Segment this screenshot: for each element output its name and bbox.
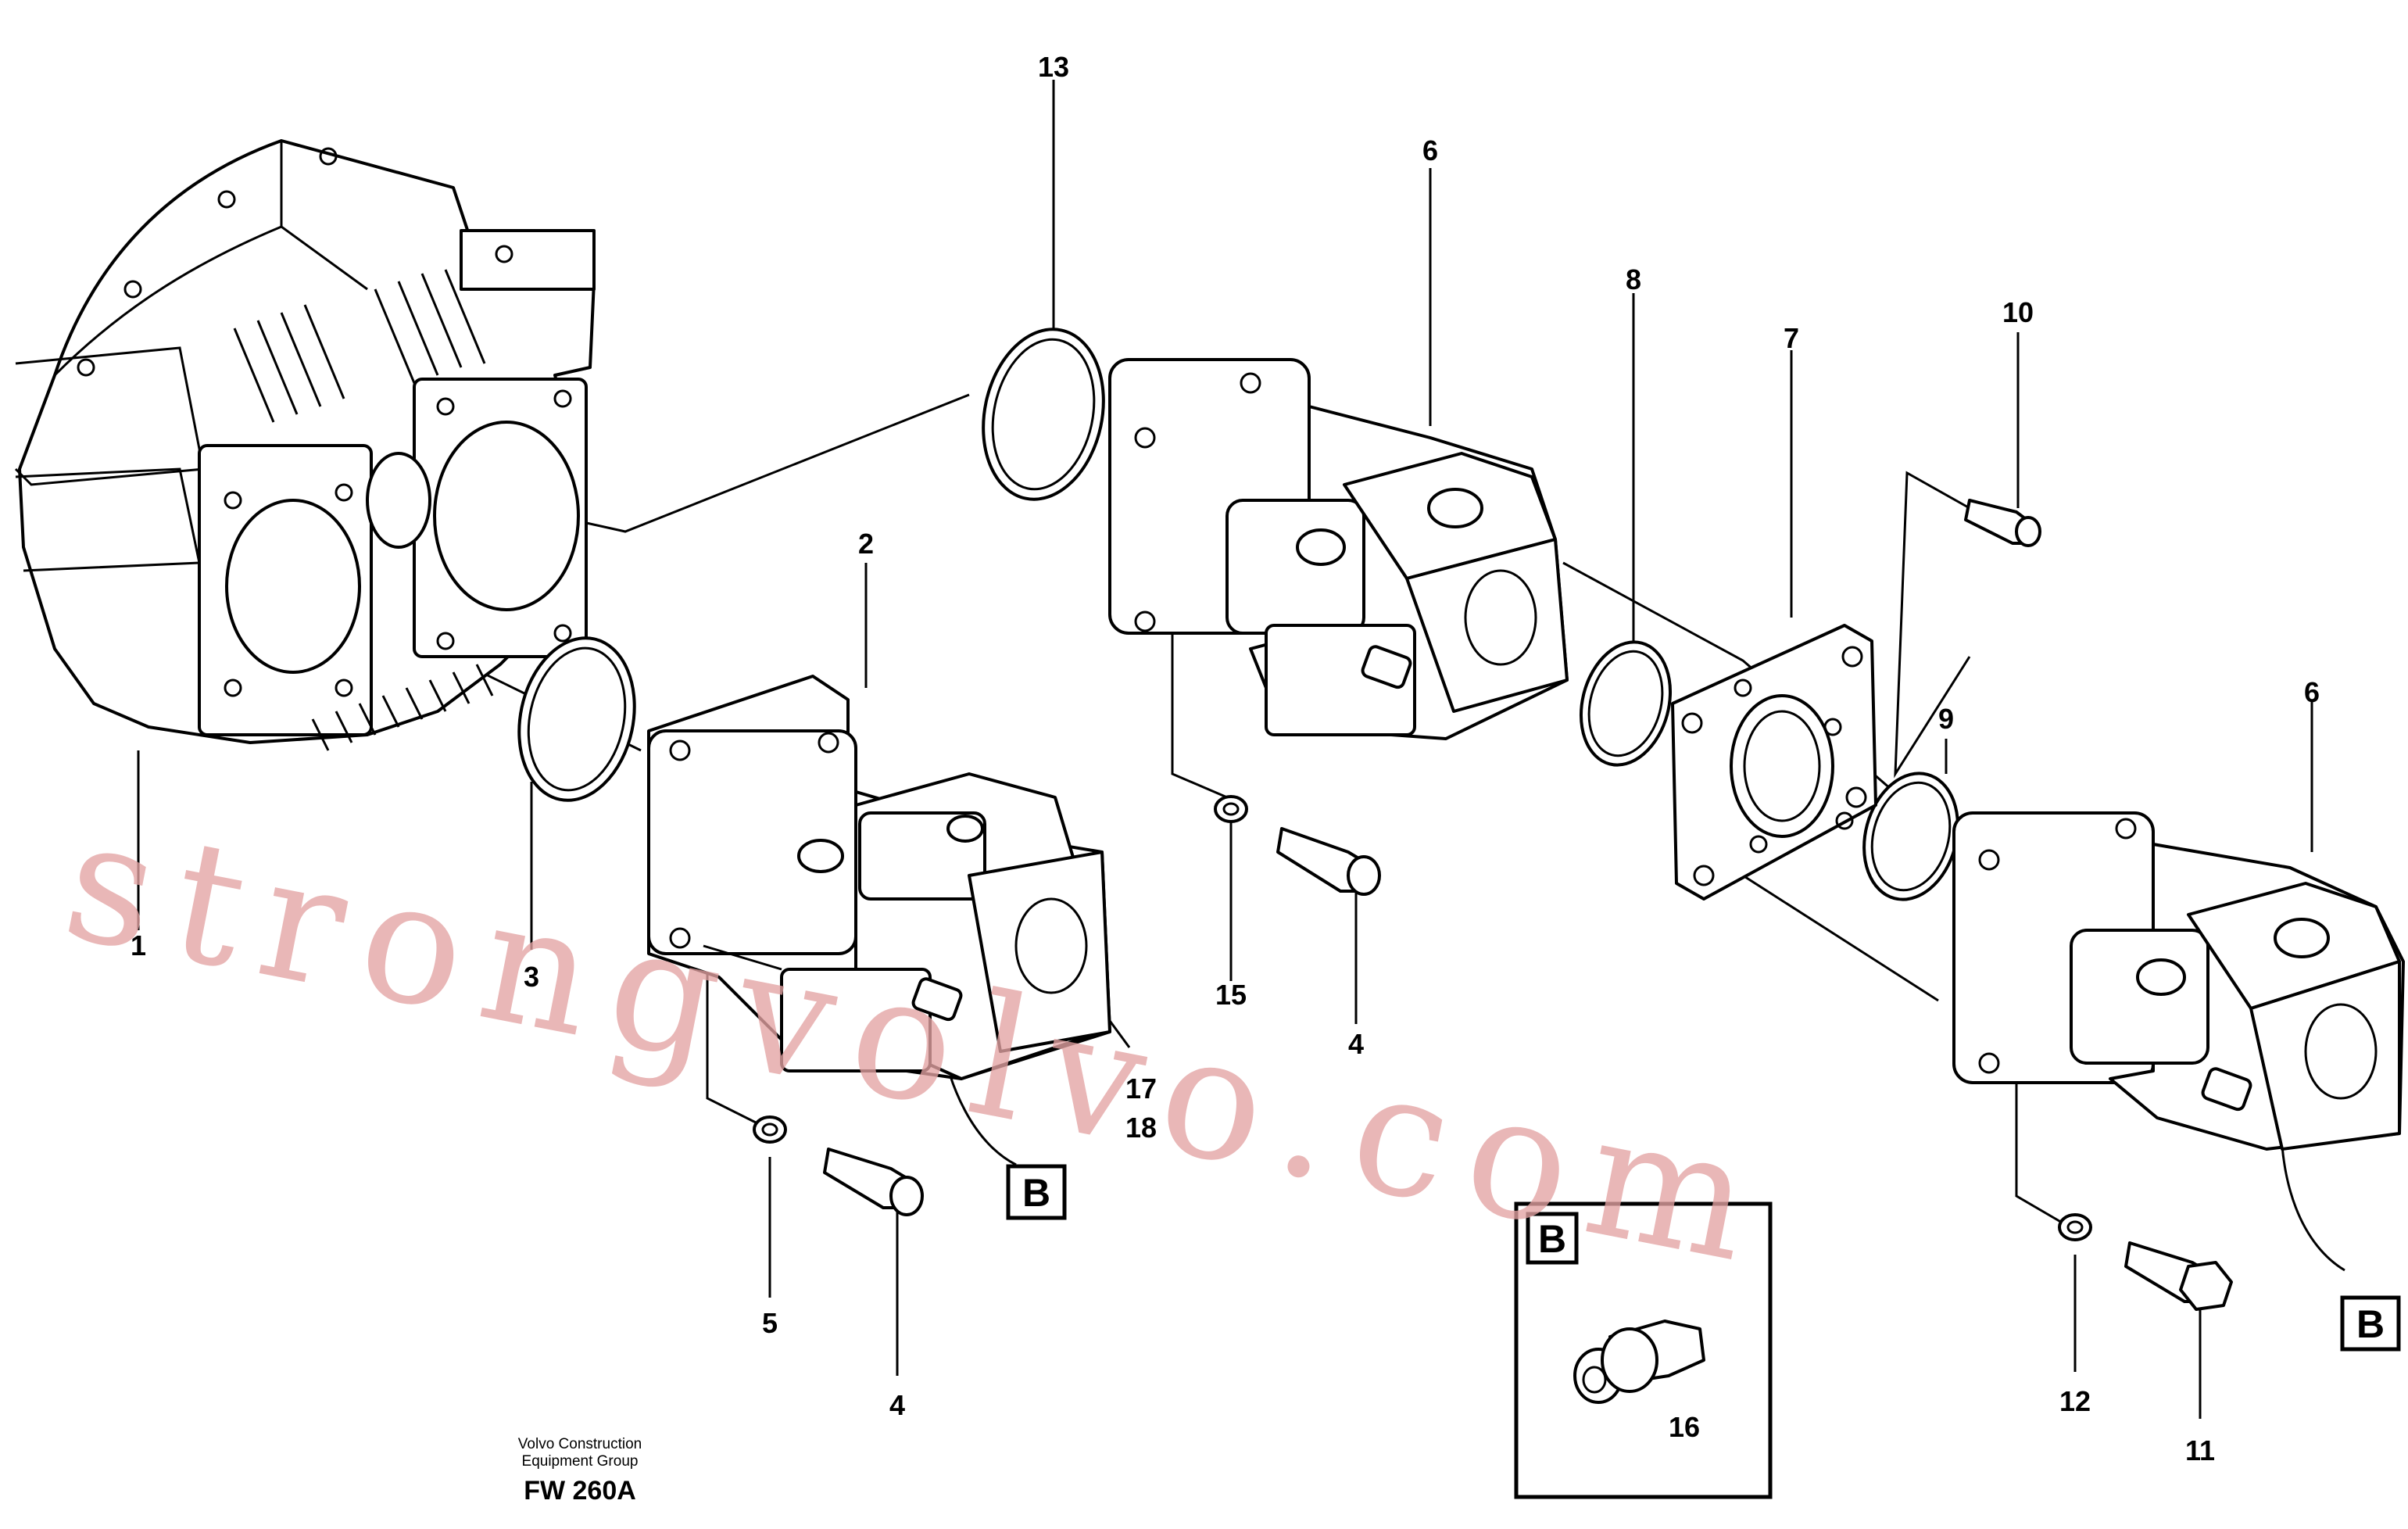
hydraulic-pump-6-right [1952, 811, 2405, 1151]
o-ring-3 [517, 636, 636, 802]
footer: Volvo Construction Equipment Group FW 26… [518, 1436, 642, 1506]
callout-13: 13 [1038, 51, 1069, 83]
detail-marker-b-box: B [1538, 1217, 1566, 1261]
callout-3: 3 [524, 961, 539, 993]
footer-company-line2: Equipment Group [522, 1453, 639, 1470]
o-rings [517, 328, 1959, 901]
footer-company-line1: Volvo Construction [518, 1436, 642, 1452]
detail-marker-b-right: B [2356, 1302, 2385, 1346]
callout-12: 12 [2059, 1385, 2091, 1417]
callout-15: 15 [1215, 979, 1247, 1011]
callout-10: 10 [2002, 296, 2034, 328]
detail-marker-b-left: B [1022, 1171, 1050, 1215]
callout-16: 16 [1669, 1411, 1700, 1443]
detail-markers: B B B [1006, 1164, 2401, 1352]
callout-9: 9 [1938, 703, 1954, 735]
callout-14: 4 [1348, 1028, 1364, 1060]
detail-box-b [1514, 1201, 1773, 1499]
callout-5: 5 [762, 1307, 778, 1339]
callout-labels: 13 6 8 7 10 9 6 2 1 3 15 4 17 18 5 4 16 … [131, 51, 2320, 1466]
callout-7: 7 [1784, 322, 1799, 354]
callout-17: 17 [1125, 1072, 1157, 1105]
o-ring-13 [982, 328, 1105, 501]
callout-6-right: 6 [2304, 676, 2320, 708]
callout-4: 4 [889, 1389, 905, 1421]
callout-18: 18 [1125, 1112, 1157, 1144]
callout-11: 11 [2185, 1434, 2215, 1466]
callout-6-upper: 6 [1422, 134, 1438, 167]
adapter-flange-7 [1671, 624, 1877, 901]
callout-1: 1 [131, 929, 146, 961]
o-ring-8 [1579, 640, 1673, 767]
fasteners [753, 499, 2233, 1311]
hydraulic-pump-2 [647, 675, 1111, 1080]
pump-drive-housing [14, 139, 596, 751]
callout-8: 8 [1626, 263, 1641, 295]
callout-2: 2 [858, 528, 874, 560]
figure-code: FW 260A [524, 1476, 636, 1506]
hydraulic-pump-6-upper [1108, 358, 1569, 740]
